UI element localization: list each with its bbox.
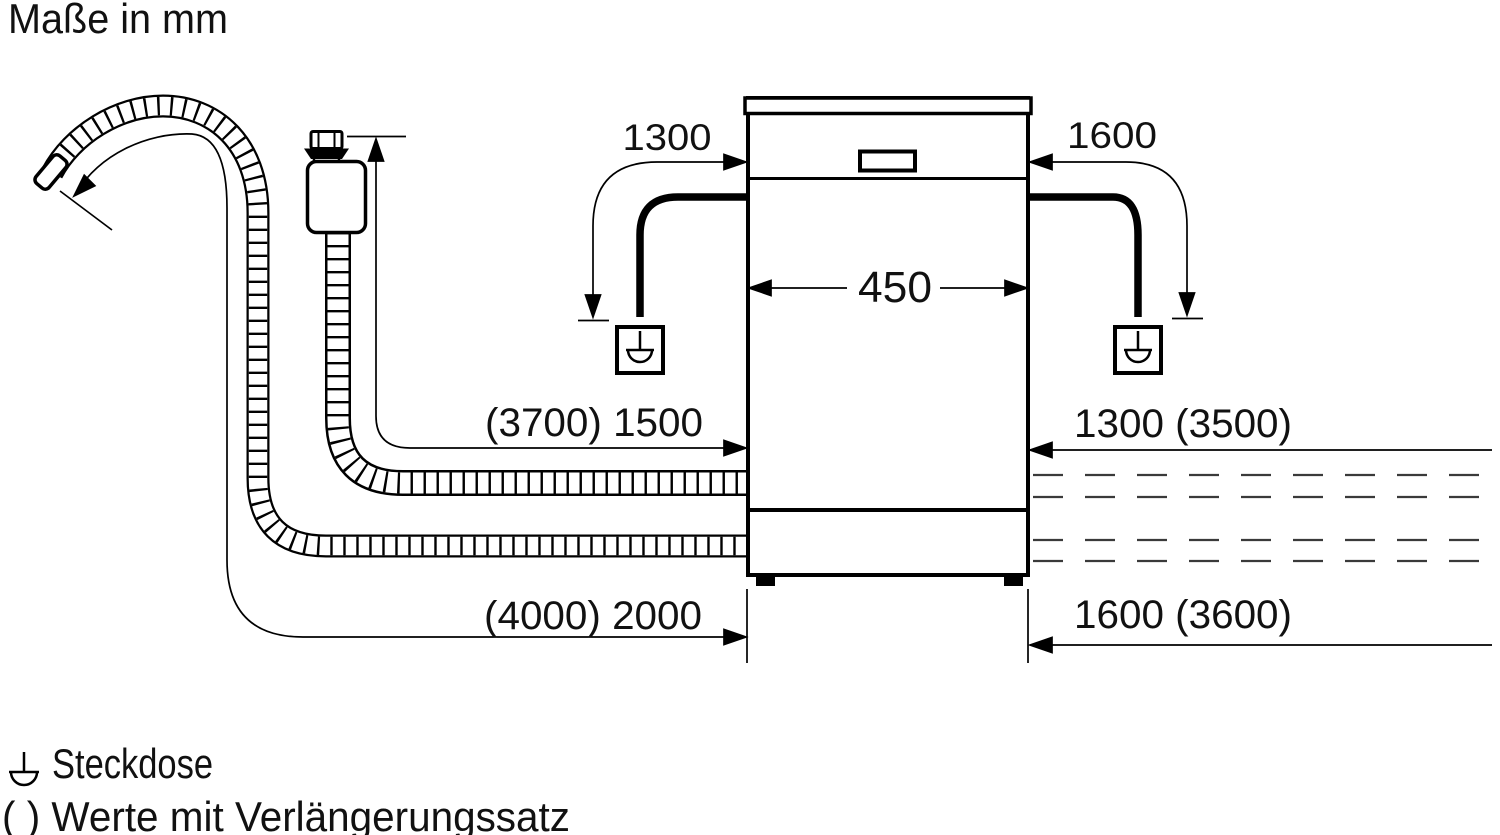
dim-drain-right bbox=[1027, 636, 1492, 654]
dishwasher bbox=[743, 96, 1033, 586]
power-socket-left-icon bbox=[615, 325, 665, 375]
supply-hose bbox=[325, 232, 747, 496]
dim-cord-left bbox=[578, 153, 749, 322]
page-title: Maße in mm bbox=[8, 0, 228, 42]
power-cord-right bbox=[1030, 193, 1142, 317]
power-cord-left bbox=[636, 193, 746, 317]
dim-supply-right bbox=[1027, 441, 1492, 459]
drain-hose-end-cap bbox=[33, 153, 69, 191]
legend-socket-label: Steckdose bbox=[52, 740, 213, 787]
socket-icon bbox=[9, 752, 39, 787]
dim-appliance-width bbox=[746, 279, 1030, 297]
dishwasher-worktop bbox=[743, 96, 1033, 116]
dim-drain-left bbox=[59, 133, 749, 646]
dim-label-appliance-width: 450 bbox=[858, 263, 932, 312]
foot-left bbox=[756, 575, 775, 586]
door-handle bbox=[858, 149, 917, 173]
dim-label-supply-right: 1300 (3500) bbox=[1074, 402, 1292, 446]
dim-label-cord-right: 1600 bbox=[1067, 115, 1157, 156]
legend: Steckdose ( ) Werte mit Verlängerungssat… bbox=[2, 740, 570, 835]
dim-supply-left bbox=[347, 135, 749, 457]
aquastop-valve bbox=[304, 130, 368, 235]
dim-label-supply-left: (3700) 1500 bbox=[485, 401, 703, 445]
dim-label-drain-left: (4000) 2000 bbox=[484, 594, 702, 638]
valve-flange bbox=[304, 148, 349, 159]
drain-hose bbox=[33, 94, 747, 558]
dim-label-drain-right: 1600 (3600) bbox=[1074, 593, 1292, 637]
valve-nut bbox=[309, 130, 344, 150]
dim-label-cord-left: 1300 bbox=[623, 117, 712, 158]
dashed-hose-continuation bbox=[1033, 473, 1490, 563]
foot-right bbox=[1004, 575, 1023, 586]
power-socket-right-icon bbox=[1113, 325, 1163, 375]
valve-body bbox=[305, 159, 368, 235]
legend-extension-note: ( ) Werte mit Verlängerungssatz bbox=[2, 793, 570, 835]
dim-cord-right bbox=[1027, 153, 1203, 320]
